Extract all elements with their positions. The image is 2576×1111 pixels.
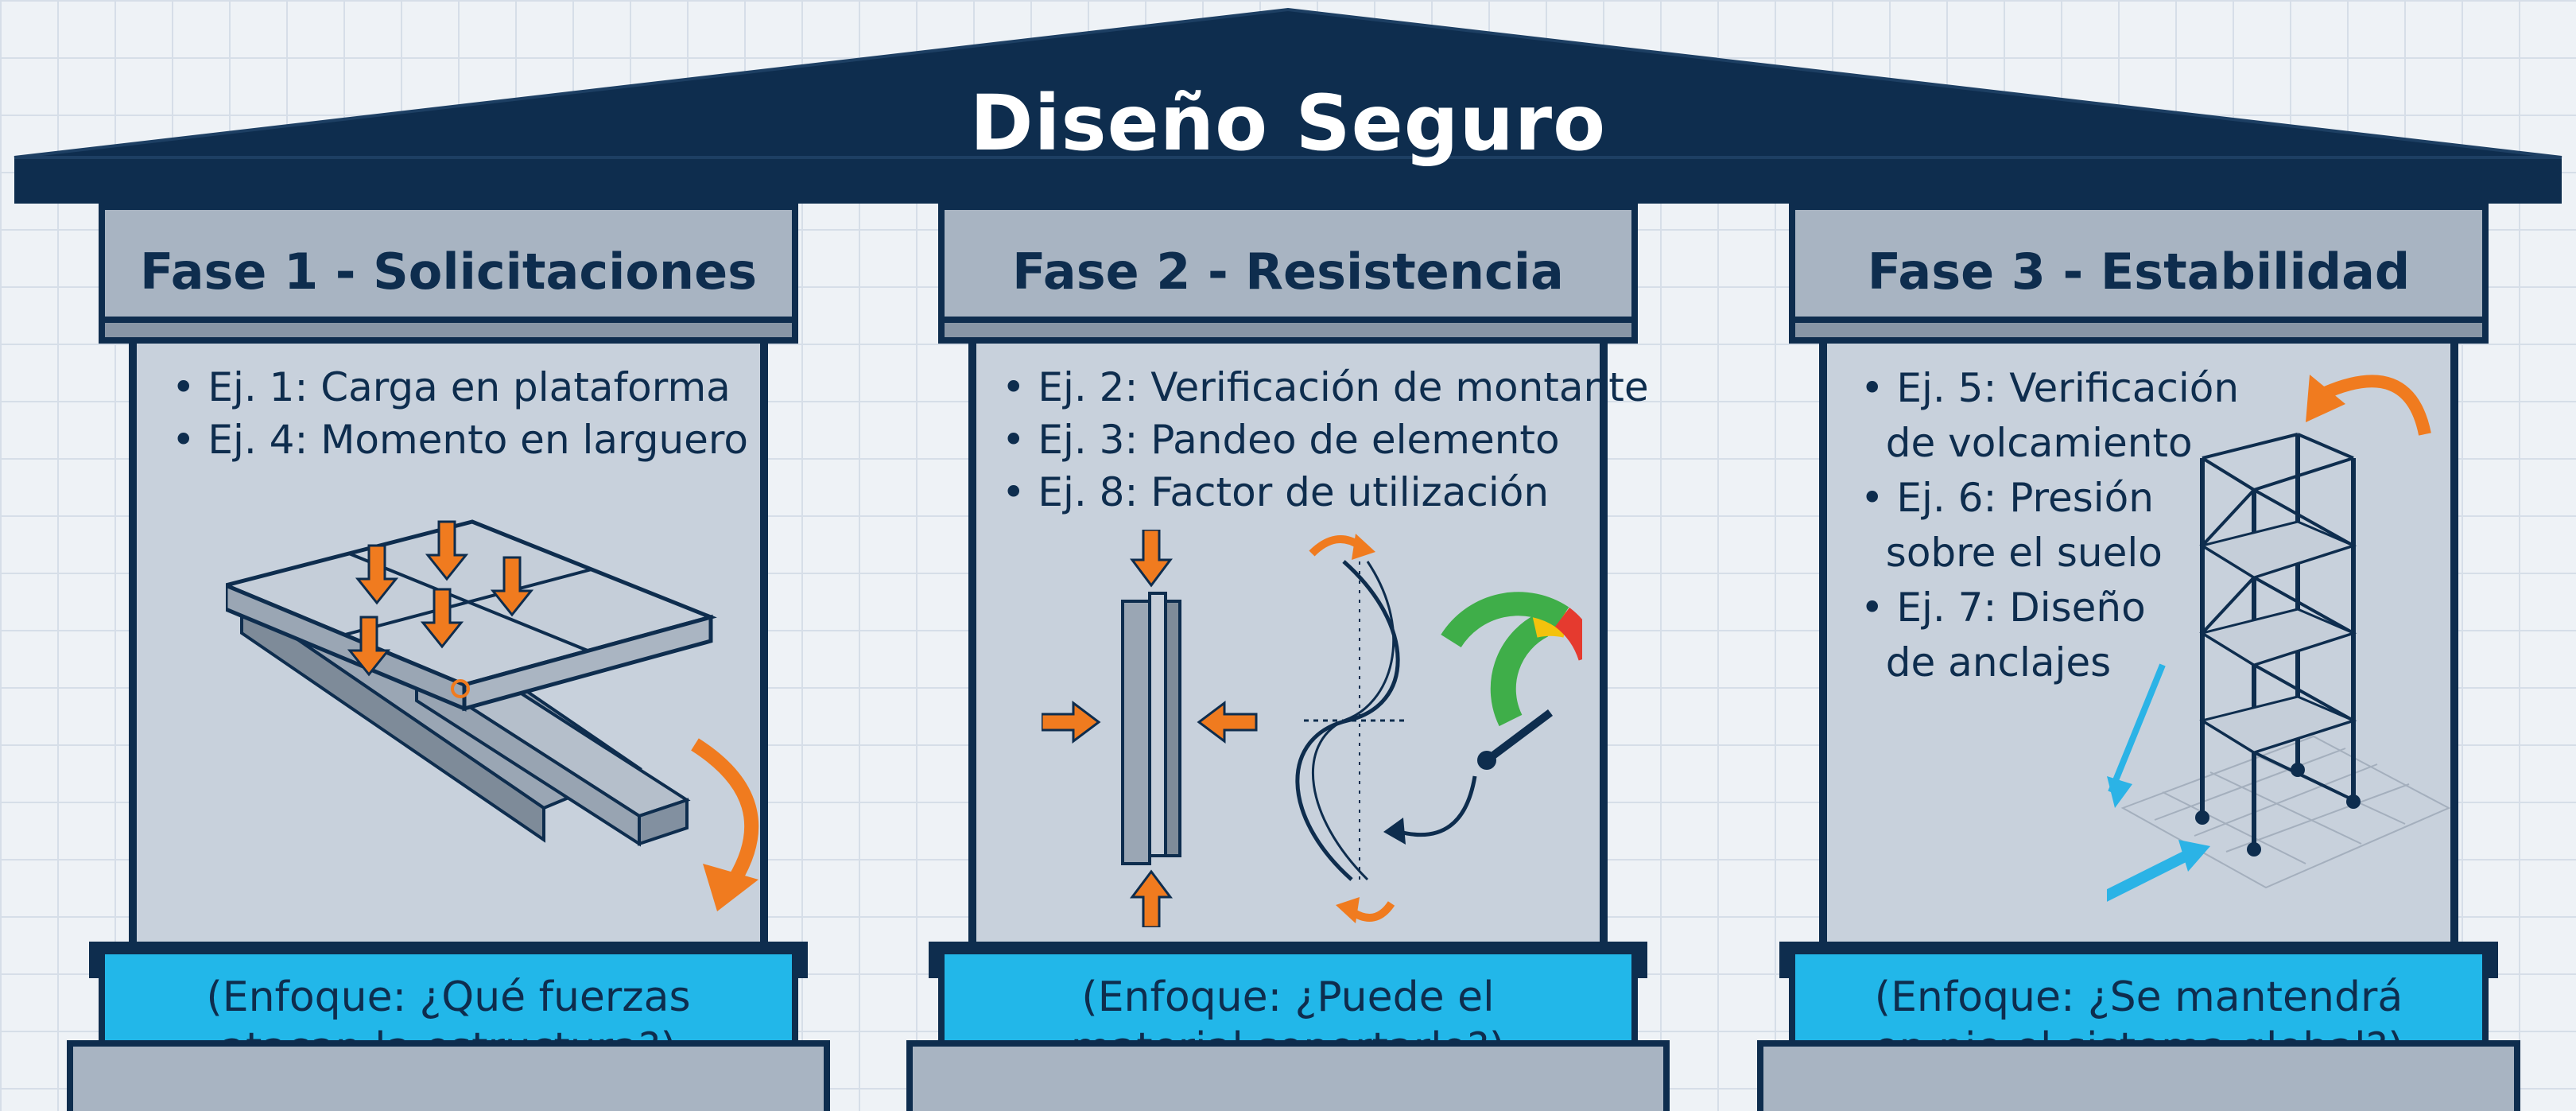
column-buckling-gauge-icon <box>1042 530 1582 927</box>
capital-neck <box>938 317 1638 344</box>
example-item: • Ej. 2: Verificación de montante <box>1002 364 1649 410</box>
phase-title: Fase 2 - Resistencia <box>1012 243 1564 301</box>
example-item: • Ej. 8: Factor de utilización <box>1002 469 1550 515</box>
scaffold-tower-icon <box>2107 375 2451 902</box>
roof-pediment <box>14 7 2562 204</box>
example-item: sobre el suelo <box>1860 530 2163 576</box>
pillar-capital: Fase 1 - Solicitaciones <box>99 204 798 321</box>
pillar-plinth <box>67 1040 830 1111</box>
capital-neck <box>99 317 798 344</box>
pillar-phase-3: Fase 3 - Estabilidad • Ej. 5: Verificaci… <box>1757 204 2576 1111</box>
example-list: • Ej. 5: Verificación de volcamiento • E… <box>1860 361 2240 690</box>
example-list: • Ej. 2: Verificación de montante • Ej. … <box>1002 361 1649 519</box>
example-item: • Ej. 5: Verificación <box>1860 365 2240 411</box>
example-item: • Ej. 6: Presión <box>1860 475 2154 521</box>
example-item: • Ej. 3: Pandeo de elemento <box>1002 417 1560 463</box>
platform-load-icon <box>226 519 759 911</box>
focus-line: (Enfoque: ¿Puede el <box>1081 973 1495 1021</box>
diagram-title: Diseño Seguro <box>969 79 1607 168</box>
capital-neck <box>1789 317 2489 344</box>
pillar-phase-2: Fase 2 - Resistencia • Ej. 2: Verificaci… <box>906 204 1733 1111</box>
focus-line: (Enfoque: ¿Se mantendrá <box>1874 973 2403 1021</box>
example-item: de volcamiento <box>1860 420 2193 466</box>
pillar-capital: Fase 3 - Estabilidad <box>1789 204 2489 321</box>
phase-title: Fase 1 - Solicitaciones <box>139 243 758 301</box>
example-item: • Ej. 4: Momento en larguero <box>172 417 748 463</box>
pillar-plinth <box>1757 1040 2520 1111</box>
example-item: • Ej. 7: Diseño <box>1860 585 2146 631</box>
pillar-plinth <box>906 1040 1670 1111</box>
example-item: de anclajes <box>1860 639 2112 686</box>
example-item: • Ej. 1: Carga en plataforma <box>172 364 731 410</box>
focus-line: (Enfoque: ¿Qué fuerzas <box>206 973 691 1021</box>
phase-title: Fase 3 - Estabilidad <box>1867 243 2411 301</box>
example-list: • Ej. 1: Carga en plataforma • Ej. 4: Mo… <box>172 361 760 466</box>
pillar-phase-1: Fase 1 - Solicitaciones • Ej. 1: Carga e… <box>67 204 894 1111</box>
pillar-capital: Fase 2 - Resistencia <box>938 204 1638 321</box>
